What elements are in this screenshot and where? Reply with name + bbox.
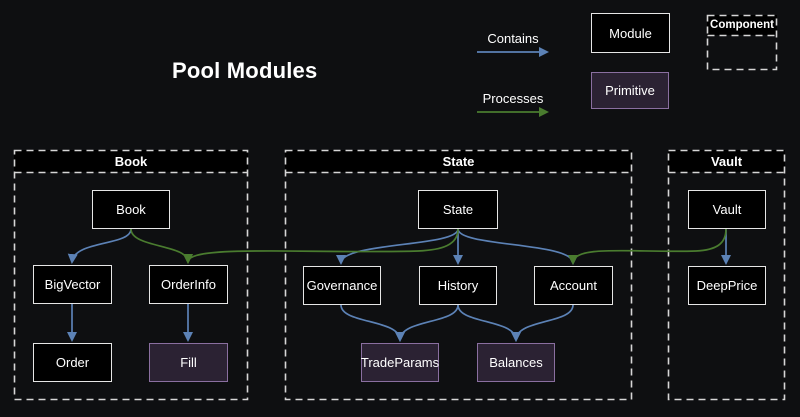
edge-history-tradeparams-contains [400,305,458,340]
node-account-label: Account [550,278,597,293]
legend-module-label: Module [609,26,652,41]
legend-module-box: Module [591,13,670,53]
book-container-label: Book [115,154,148,169]
node-fill-label: Fill [180,355,197,370]
edge-history-balances-contains [458,305,516,340]
legend-component-label: Component [710,19,774,31]
state-container-label: State [443,154,475,169]
legend-primitive-box: Primitive [591,72,669,109]
edge-state-governance-contains [341,229,458,263]
edge-state-orderinfo-processes [188,229,458,262]
edge-book-bigvector-contains [72,229,131,262]
edge-vault-account-processes [573,229,726,263]
node-account: Account [534,266,613,305]
node-vault: Vault [688,190,766,229]
node-history: History [419,266,497,305]
legend-contains-label: Contains [477,31,549,46]
node-fill: Fill [149,343,228,382]
node-bigvector: BigVector [33,265,112,304]
vault-container-title: Vault [668,150,785,172]
book-container-title: Book [14,150,248,172]
edge-state-account-contains [458,229,573,263]
legend-processes-label: Processes [477,91,549,106]
node-deepprice-label: DeepPrice [697,278,758,293]
vault-container-label: Vault [711,154,742,169]
node-deepprice: DeepPrice [688,266,766,305]
node-book-label: Book [116,202,146,217]
edge-account-balances-contains [516,305,573,340]
node-bigvector-label: BigVector [45,277,101,292]
state-container-title: State [285,150,632,172]
node-state: State [418,190,498,229]
node-orderinfo: OrderInfo [149,265,228,304]
node-order: Order [33,343,112,382]
node-state-label: State [443,202,473,217]
node-vault-label: Vault [713,202,742,217]
node-balances-label: Balances [489,355,542,370]
legend-component-box: Component [707,15,777,35]
node-tradeparams: TradeParams [361,343,439,382]
node-order-label: Order [56,355,89,370]
node-balances: Balances [477,343,555,382]
node-history-label: History [438,278,478,293]
node-orderinfo-label: OrderInfo [161,277,216,292]
node-tradeparams-label: TradeParams [361,355,439,370]
page-title: Pool Modules [172,58,317,84]
edge-governance-tradeparams-contains [341,305,400,340]
edge-book-orderinfo-processes [131,229,188,262]
node-governance: Governance [303,266,381,305]
node-governance-label: Governance [307,278,378,293]
node-book: Book [92,190,170,229]
legend-primitive-label: Primitive [605,83,655,98]
